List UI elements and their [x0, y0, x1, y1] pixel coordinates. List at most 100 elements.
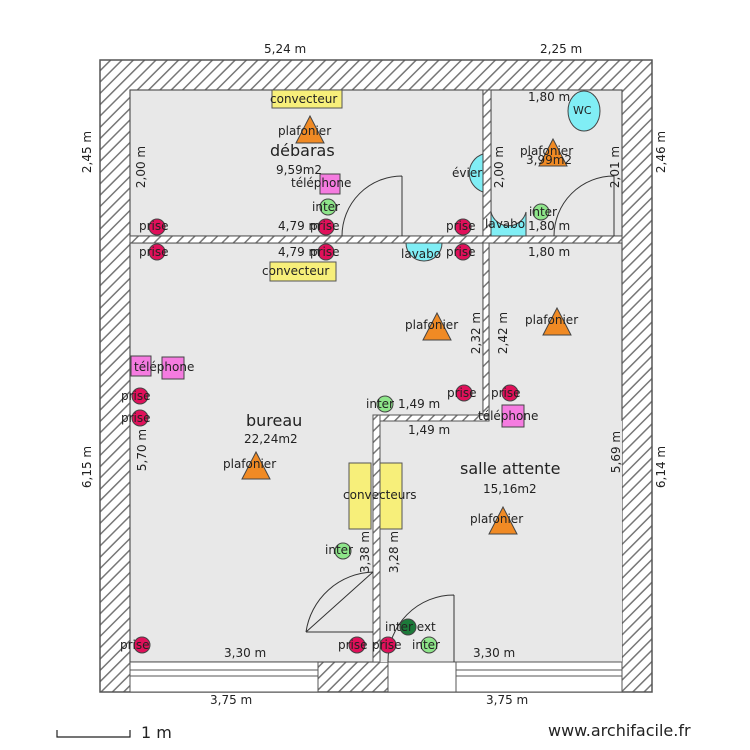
room-debaras [129, 89, 484, 237]
label-lavabo-wc: lavabo [485, 217, 526, 231]
label-prise-5: prise [446, 219, 476, 233]
inter-notch [376, 395, 394, 413]
wall-corridor-vertical [372, 414, 381, 663]
plafonier-salle [488, 505, 518, 535]
inter-bureau [334, 542, 352, 560]
inter-ext [399, 618, 417, 636]
prise-1 [148, 218, 166, 236]
label-prise-11: prise [120, 638, 150, 652]
room-area-salle: 15,16m2 [483, 482, 537, 496]
dim-debaras-width-b: 4,79 m [278, 245, 321, 259]
label-prise-10: prise [491, 386, 521, 400]
dim-right-bottom: 6,14 m [654, 445, 669, 489]
prise-4 [317, 243, 335, 261]
dim-corridor-height-a: 3,38 m [358, 530, 373, 574]
label-plafonier-bureau: plafonier [223, 457, 277, 471]
door-bureau [305, 571, 374, 633]
label-prise-13: prise [372, 638, 402, 652]
dim-notch-height-b: 2,42 m [496, 311, 511, 355]
plafonier-wc [538, 137, 568, 167]
prise-3 [317, 218, 335, 236]
prise-13 [379, 636, 397, 654]
room-name-bureau: bureau [246, 411, 303, 430]
convecteur-corridor-b [379, 462, 403, 530]
lavabo-bureau [405, 242, 443, 262]
dim-bottom-right: 3,75 m [486, 693, 529, 707]
room-name-salle: salle attente [460, 459, 561, 478]
plafonier-salle-top [542, 306, 572, 336]
lavabo-wc [490, 211, 527, 237]
label-prise-1: prise [139, 219, 169, 233]
plafonier-bureau [241, 450, 271, 480]
telephone-bureau-b [161, 356, 185, 380]
dim-debaras-height: 2,00 m [134, 145, 149, 189]
prise-7 [131, 387, 149, 405]
label-plafonier-wc: plafonier [520, 144, 574, 158]
label-telephone-debaras: téléphone [291, 176, 352, 190]
label-convecteurs: convecteurs [343, 488, 417, 502]
label-inter-ext: inter ext [385, 620, 436, 634]
label-prise-8: prise [121, 411, 151, 425]
plafonier-bureau-top [422, 311, 452, 341]
dim-right-top: 2,46 m [654, 130, 669, 174]
dim-corridor-height-b: 3,28 m [387, 530, 402, 574]
scale-bar [56, 730, 131, 738]
prise-11 [133, 636, 151, 654]
label-prise-6: prise [446, 245, 476, 259]
door-wc [553, 175, 615, 237]
wall-notch-vertical [482, 242, 490, 422]
scale-label: 1 m [141, 723, 172, 742]
room-area-bureau: 22,24m2 [244, 432, 298, 446]
dim-salle-height: 5,69 m [609, 430, 624, 474]
label-convecteur-bureau: convecteur [262, 264, 330, 278]
label-inter-notch: inter [366, 397, 394, 411]
label-convecteur-debaras: convecteur [270, 92, 338, 106]
telephone-debaras [319, 173, 341, 195]
dim-wc-height-right: 2,01 m [608, 145, 623, 189]
dim-top-right: 2,25 m [540, 42, 583, 56]
watermark: www.archifacile.fr [548, 721, 691, 740]
convecteur-debaras [271, 89, 343, 109]
dim-notch-height-a: 2,32 m [469, 311, 484, 355]
dim-bottom-left: 3,75 m [210, 693, 253, 707]
entrance-door [387, 661, 457, 693]
convecteur-corridor-a [348, 462, 372, 530]
label-prise-3: prise [310, 219, 340, 233]
label-prise-9: prise [447, 386, 477, 400]
label-plafonier-salle-top: plafonier [525, 313, 579, 327]
wc-bowl [567, 90, 601, 132]
prise-10 [501, 384, 519, 402]
dim-left-top: 2,45 m [80, 130, 95, 174]
inter-debaras [319, 198, 337, 216]
telephone-bureau-a [130, 355, 152, 377]
label-plafonier-bureau-top: plafonier [405, 318, 459, 332]
label-inter-debaras: inter [312, 200, 340, 214]
plafonier-debaras [295, 114, 325, 144]
wall-debaras-wc [482, 89, 492, 237]
label-inter-bureau: inter [325, 543, 353, 557]
dim-bureau-bottom: 3,30 m [224, 646, 267, 660]
label-prise-12: prise [338, 638, 368, 652]
label-plafonier-salle: plafonier [470, 512, 524, 526]
label-telephone-salle: téléphone [478, 409, 539, 423]
dim-debaras-width-a: 4,79 m [278, 219, 321, 233]
label-telephone-bureau: téléphone [134, 360, 195, 374]
room-area-debaras: 9,59m2 [276, 163, 323, 177]
dim-wc-width-below: 1,80 m [528, 245, 571, 259]
label-lavabo-bureau: lavabo [401, 247, 442, 261]
prise-6 [454, 243, 472, 261]
room-salle-lower [380, 421, 622, 662]
label-prise-2: prise [139, 245, 169, 259]
wall-horizontal [129, 235, 623, 244]
convecteur-bureau [269, 261, 337, 282]
wall-notch-horizontal [372, 414, 490, 422]
window-left [129, 661, 319, 693]
dim-wc-height-left: 2,00 m [492, 145, 507, 189]
label-plafonier-debaras: plafonier [278, 124, 332, 138]
dim-notch-width-a: 1,49 m [398, 397, 441, 411]
label-prise-7: prise [121, 389, 151, 403]
inter-salle [420, 636, 438, 654]
door-debaras [341, 175, 403, 237]
dim-wc-width-top: 1,80 m [528, 90, 571, 104]
